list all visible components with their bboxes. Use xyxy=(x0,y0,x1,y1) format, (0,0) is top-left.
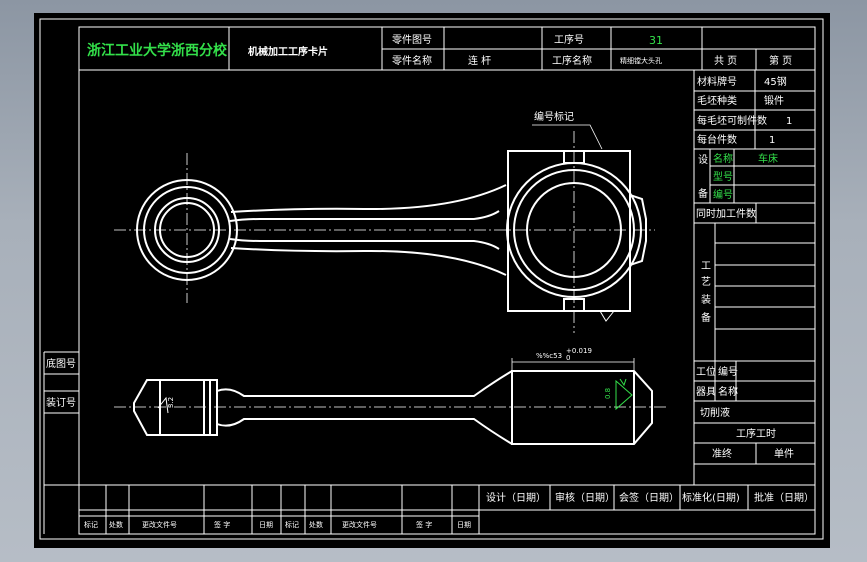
process-note-char-3: 装 xyxy=(701,293,711,306)
total-pages: 共 页 xyxy=(714,55,737,67)
card-title: 机械加工工序卡片 xyxy=(248,45,328,58)
op-no-label: 工序号 xyxy=(554,33,584,46)
tolerance-lower: 0 xyxy=(566,354,570,362)
page-no: 第 页 xyxy=(769,54,792,67)
rev-header: 标记 xyxy=(84,520,98,529)
rev-header: 签 字 xyxy=(416,520,432,529)
rev-header: 标记 xyxy=(285,520,299,529)
process-note-char-4: 备 xyxy=(701,311,711,324)
fixture-label-2: 器具 xyxy=(696,386,716,398)
prep-time-label: 准终 xyxy=(712,447,732,460)
process-card-drawing: 浙江工业大学浙西分校 机械加工工序卡片 零件图号 零件名称 连 杆 工序号 31… xyxy=(39,18,824,540)
rev-header: 处数 xyxy=(109,520,123,529)
frame-lines xyxy=(39,18,824,540)
material-label: 材料牌号 xyxy=(697,75,737,88)
drawing-sheet: 浙江工业大学浙西分校 机械加工工序卡片 零件图号 零件名称 连 杆 工序号 31… xyxy=(34,13,830,548)
rev-header: 处数 xyxy=(309,520,323,529)
op-name: 精细镗大头孔 xyxy=(620,56,662,65)
rev-header: 更改文件号 xyxy=(142,520,177,529)
equipment-label-1: 设 xyxy=(698,154,708,166)
equipment-name-label: 名称 xyxy=(713,152,733,165)
standardize-date-label: 标准化(日期) xyxy=(682,491,740,504)
countersign-date-label: 会签（日期） xyxy=(619,491,679,504)
rev-header: 日期 xyxy=(457,521,471,529)
approve-date-label: 批准（日期） xyxy=(754,491,814,504)
process-note-char-2: 艺 xyxy=(701,276,711,288)
tolerance-upper: +0.019 xyxy=(566,347,592,355)
equipment-model-label: 型号 xyxy=(713,170,733,183)
units-per-machine-value: 1 xyxy=(769,135,775,146)
rev-header: 签 字 xyxy=(214,520,230,529)
pieces-per-blank-value: 1 xyxy=(786,116,792,127)
base-drawing-no-label: 底图号 xyxy=(46,357,76,370)
rod-top-view: 编号标记 xyxy=(114,110,655,333)
material-value: 45钢 xyxy=(764,75,787,88)
design-date-label: 设计（日期） xyxy=(486,491,546,504)
units-per-machine-label: 每台件数 xyxy=(697,133,737,146)
part-name: 连 杆 xyxy=(468,54,491,67)
roughness-top: 0.8 xyxy=(604,388,612,399)
op-name-label: 工序名称 xyxy=(552,54,592,67)
fixture-no-label: 编号 xyxy=(718,365,738,378)
fixture-label-1: 工位 xyxy=(696,365,716,378)
op-time-label: 工序工时 xyxy=(736,427,776,440)
part-name-label: 零件名称 xyxy=(392,54,432,67)
rod-side-view: 3.2 %%c53 +0.019 0 0.8 xyxy=(114,347,666,445)
review-date-label: 审核（日期） xyxy=(555,491,615,504)
op-no: 31 xyxy=(649,34,663,47)
equipment-no-label: 编号 xyxy=(713,188,733,201)
unit-time-label: 单件 xyxy=(774,448,794,460)
rev-header: 日期 xyxy=(259,521,273,529)
roughness-side: 3.2 xyxy=(167,397,175,408)
rev-header: 更改文件号 xyxy=(342,520,377,529)
part-drawing-no-label: 零件图号 xyxy=(392,34,432,46)
pieces-per-blank-label: 每毛坯可制件数 xyxy=(697,114,767,127)
equipment-name-value: 车床 xyxy=(758,152,778,165)
blank-type-label: 毛坯种类 xyxy=(697,94,737,107)
leader-label: 编号标记 xyxy=(534,110,574,123)
dimension-text: %%c53 xyxy=(536,352,562,360)
blank-type-value: 锻件 xyxy=(764,94,784,107)
school-name: 浙江工业大学浙西分校 xyxy=(87,42,228,59)
simultaneous-count-label: 同时加工件数 xyxy=(696,207,756,220)
equipment-label-2: 备 xyxy=(698,187,708,200)
coolant-label: 切削液 xyxy=(700,406,730,419)
binding-no-label: 装订号 xyxy=(46,396,76,409)
fixture-name-label: 名称 xyxy=(718,385,738,398)
process-note-char-1: 工 xyxy=(701,261,711,272)
